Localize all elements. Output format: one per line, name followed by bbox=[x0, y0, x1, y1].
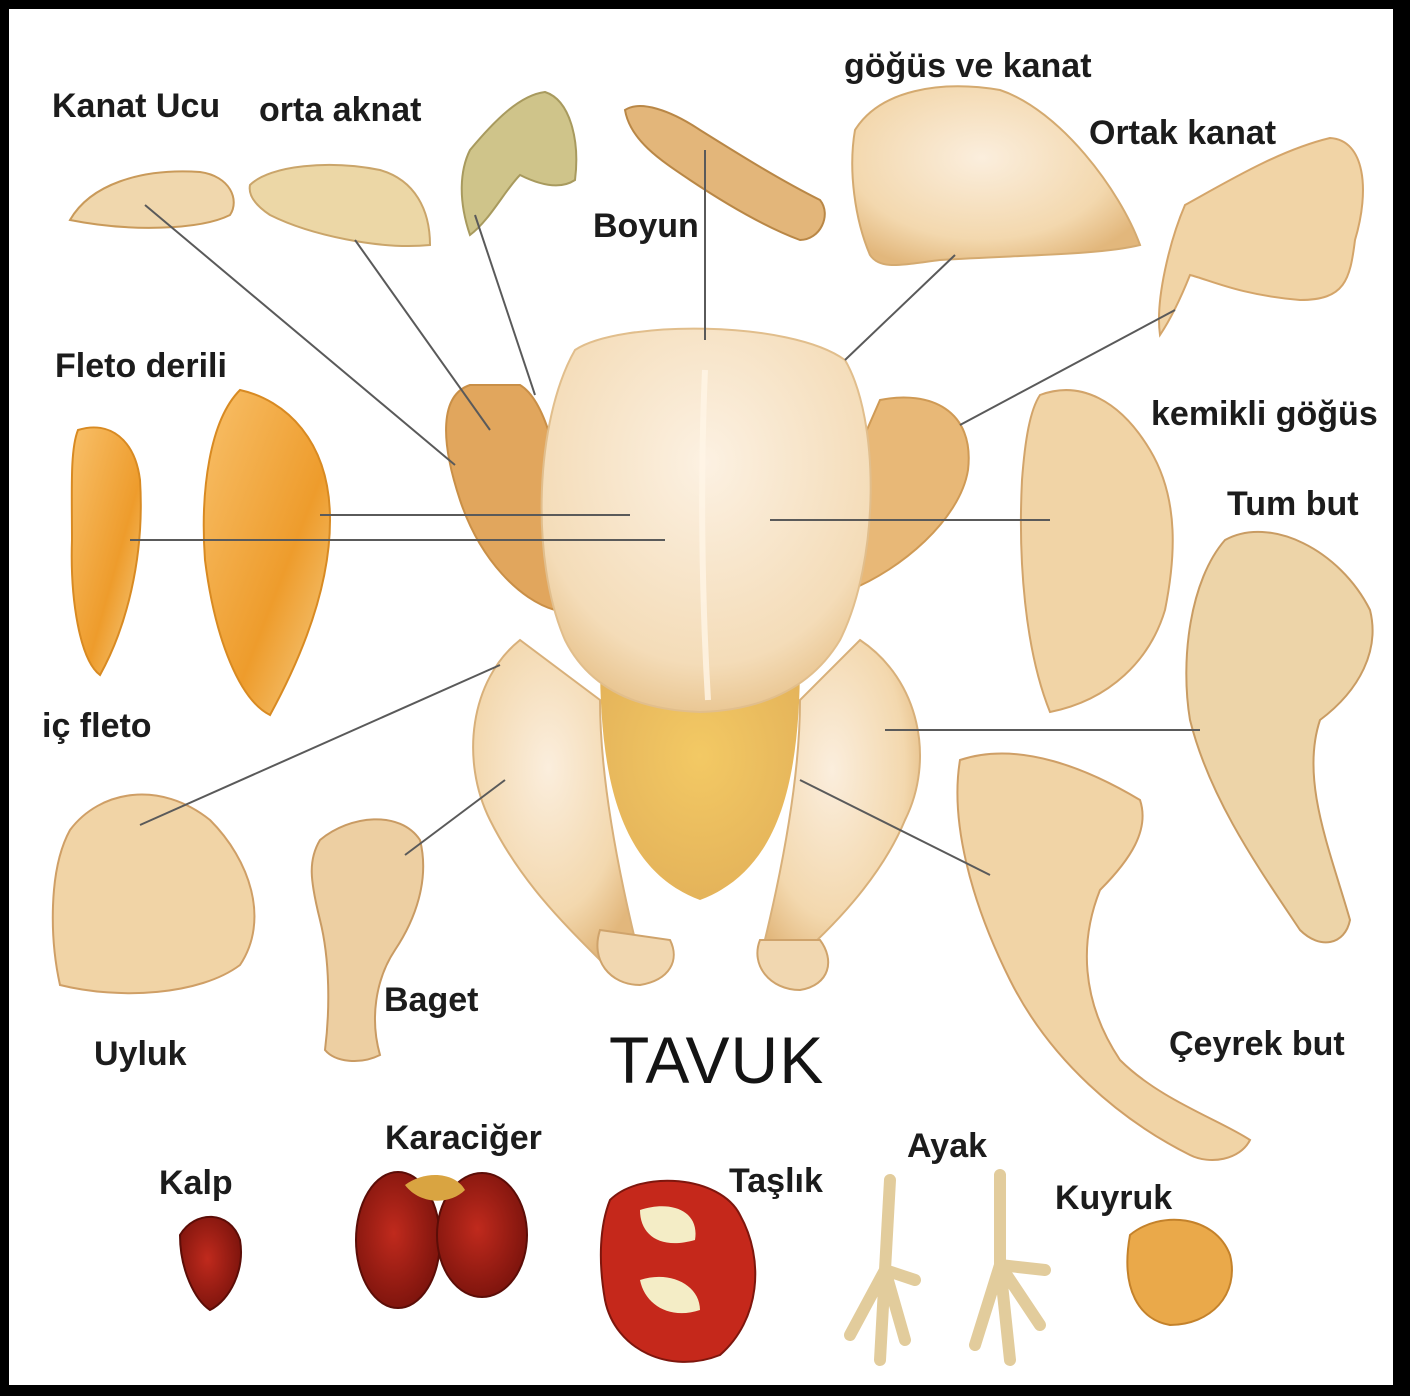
label-tum-but: Tum but bbox=[1227, 487, 1359, 521]
label-boyun: Boyun bbox=[593, 209, 699, 243]
label-uyluk: Uyluk bbox=[94, 1037, 187, 1071]
orta-kanat-piece bbox=[250, 165, 430, 246]
label-karaciger: Karaciğer bbox=[385, 1121, 542, 1155]
diagram-frame: Kanat Ucu orta aknat göğüs ve kanat Orta… bbox=[5, 5, 1397, 1389]
label-kanat-ucu: Kanat Ucu bbox=[52, 89, 220, 123]
baget-piece bbox=[312, 819, 423, 1061]
fleto-derili-piece bbox=[204, 390, 330, 715]
ayak-feet bbox=[850, 1175, 1045, 1360]
kuyruk-piece bbox=[1127, 1220, 1232, 1325]
kalp-piece bbox=[180, 1217, 241, 1310]
label-kalp: Kalp bbox=[159, 1166, 233, 1200]
label-orta-kanat: orta aknat bbox=[259, 93, 422, 127]
label-baget: Baget bbox=[384, 983, 478, 1017]
taslik-piece bbox=[601, 1181, 755, 1362]
right-drum-end bbox=[757, 940, 828, 990]
label-ortak-kanat: Ortak kanat bbox=[1089, 116, 1276, 150]
label-ceyrek-but: Çeyrek but bbox=[1169, 1027, 1345, 1061]
label-kuyruk: Kuyruk bbox=[1055, 1181, 1172, 1215]
label-ic-fleto: iç fleto bbox=[42, 709, 152, 743]
kemikli-gogus-piece bbox=[1021, 390, 1173, 712]
label-gogus-ve-kanat: göğüs ve kanat bbox=[844, 49, 1092, 83]
label-kemikli-gogus: kemikli göğüs bbox=[1151, 397, 1378, 431]
tum-but-piece bbox=[1186, 532, 1372, 943]
kanat-ucu-piece bbox=[70, 171, 234, 227]
ortak-kanat-piece bbox=[1159, 138, 1363, 335]
page-title: TAVUK bbox=[609, 1027, 824, 1093]
label-taslik: Taşlık bbox=[729, 1164, 823, 1198]
whole-chicken bbox=[446, 329, 969, 990]
ic-fleto-piece bbox=[72, 427, 141, 675]
ceyrek-but-piece bbox=[957, 754, 1250, 1160]
label-ayak: Ayak bbox=[907, 1129, 987, 1163]
uyluk-piece bbox=[53, 795, 255, 994]
drumette-piece bbox=[462, 92, 577, 235]
label-fleto-derili: Fleto derili bbox=[55, 349, 227, 383]
left-drum-end bbox=[597, 930, 673, 985]
